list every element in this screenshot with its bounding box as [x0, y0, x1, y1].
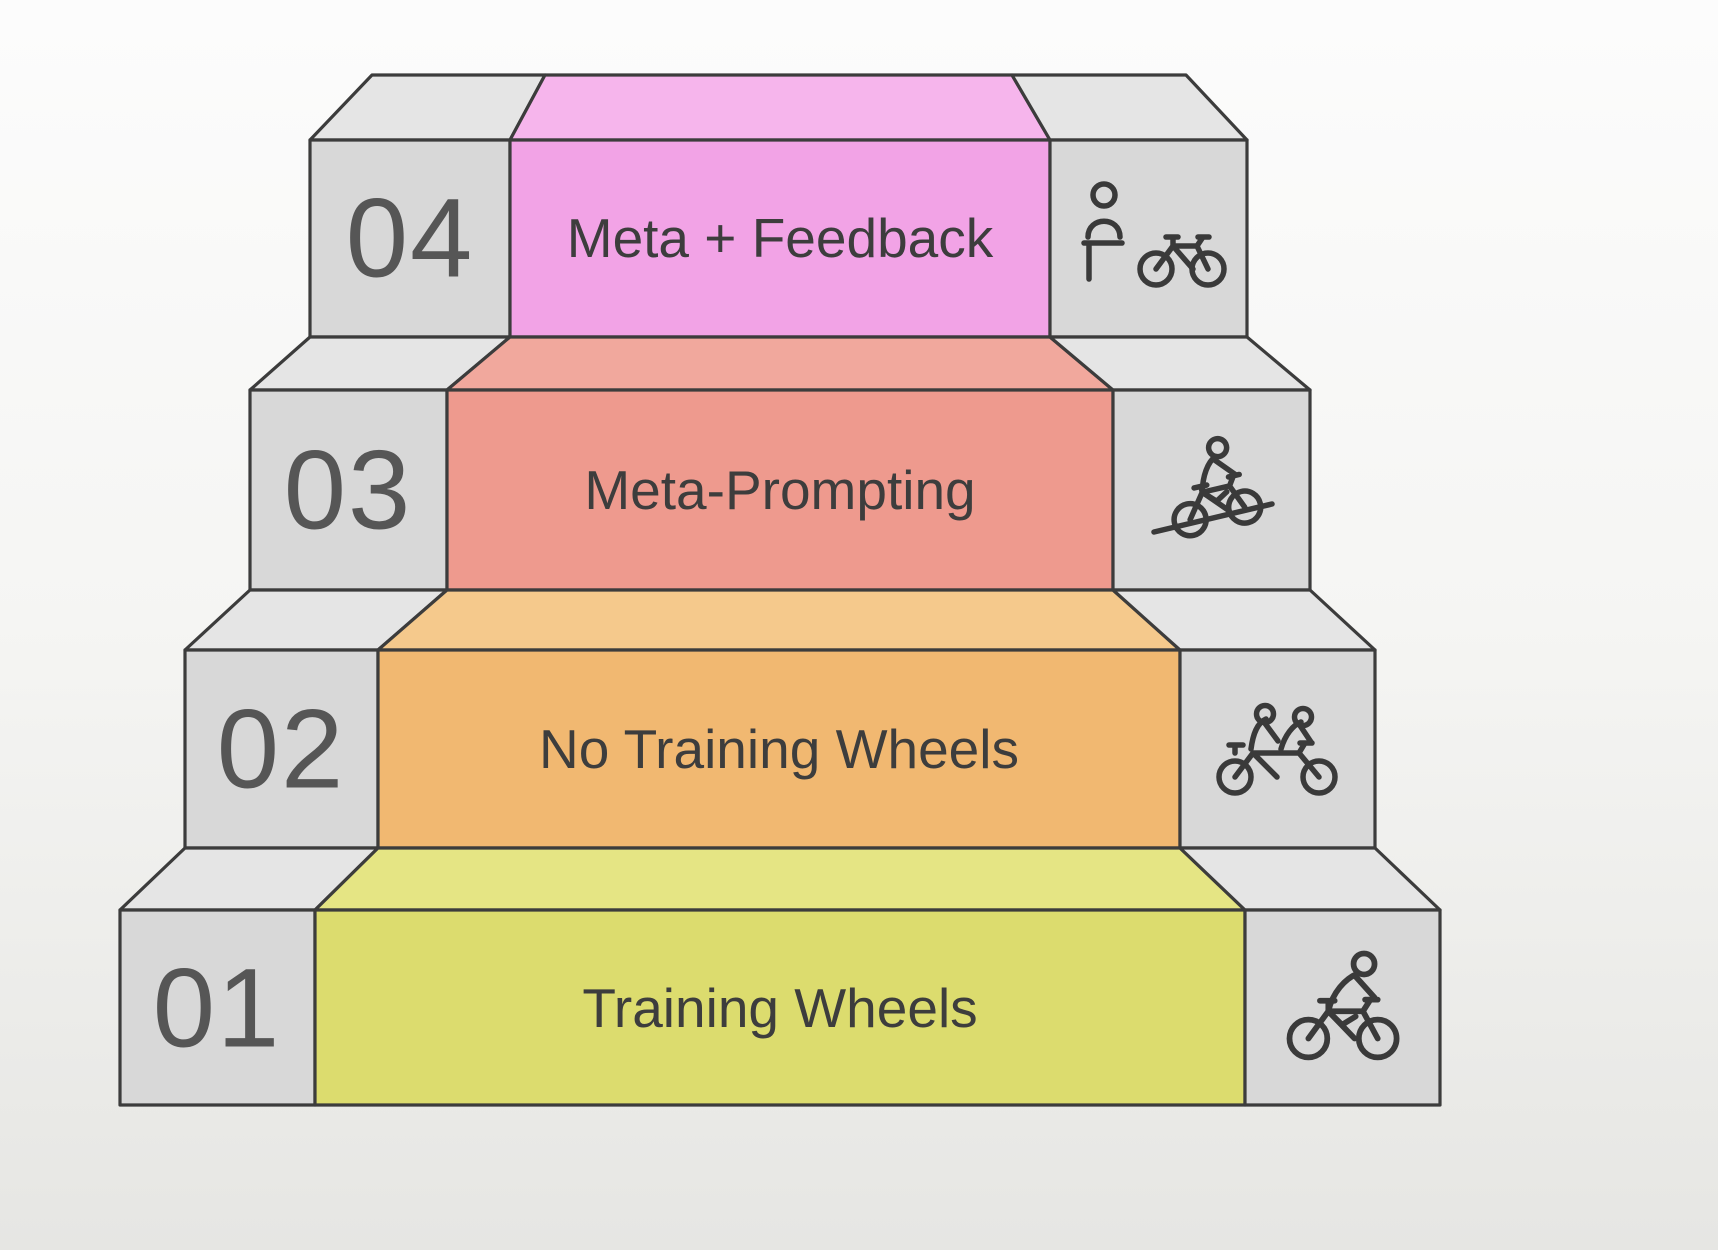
cyclist-uphill-icon: [1151, 435, 1275, 539]
step-03: 03 Meta-Prompting: [248, 335, 1312, 592]
tandem-cyclists-icon: [1216, 702, 1338, 796]
step-02: 02 No Training Wheels: [183, 588, 1377, 850]
step-04-number: 04: [346, 176, 475, 301]
cyclist-riding-icon: [1286, 950, 1400, 1061]
step-01-top-center-panel: [313, 846, 1247, 912]
step-03-number: 03: [284, 428, 413, 553]
person-with-bicycle-icon: [1081, 181, 1227, 288]
step-03-top-center-panel: [445, 335, 1115, 392]
step-02-label: No Training Wheels: [539, 718, 1019, 780]
step-01-icon-panel: [1243, 908, 1442, 1107]
step-02-icon-panel: [1178, 648, 1377, 850]
step-03-label: Meta-Prompting: [584, 459, 975, 521]
step-04-label: Meta + Feedback: [567, 207, 994, 269]
step-04-top-left-panel: [308, 73, 547, 142]
step-04: 04 Meta + Feedback: [308, 73, 1249, 339]
step-04-top-right-panel: [1010, 73, 1249, 142]
step-02-top-center-panel: [376, 588, 1182, 652]
step-01-label: Training Wheels: [582, 977, 977, 1039]
step-02-number: 02: [217, 687, 346, 812]
step-04-top-center-panel: [508, 73, 1052, 142]
step-01: 01 Training Wheels: [118, 846, 1442, 1107]
step-04-icon-panel: [1048, 138, 1249, 339]
step-01-number: 01: [153, 946, 282, 1071]
